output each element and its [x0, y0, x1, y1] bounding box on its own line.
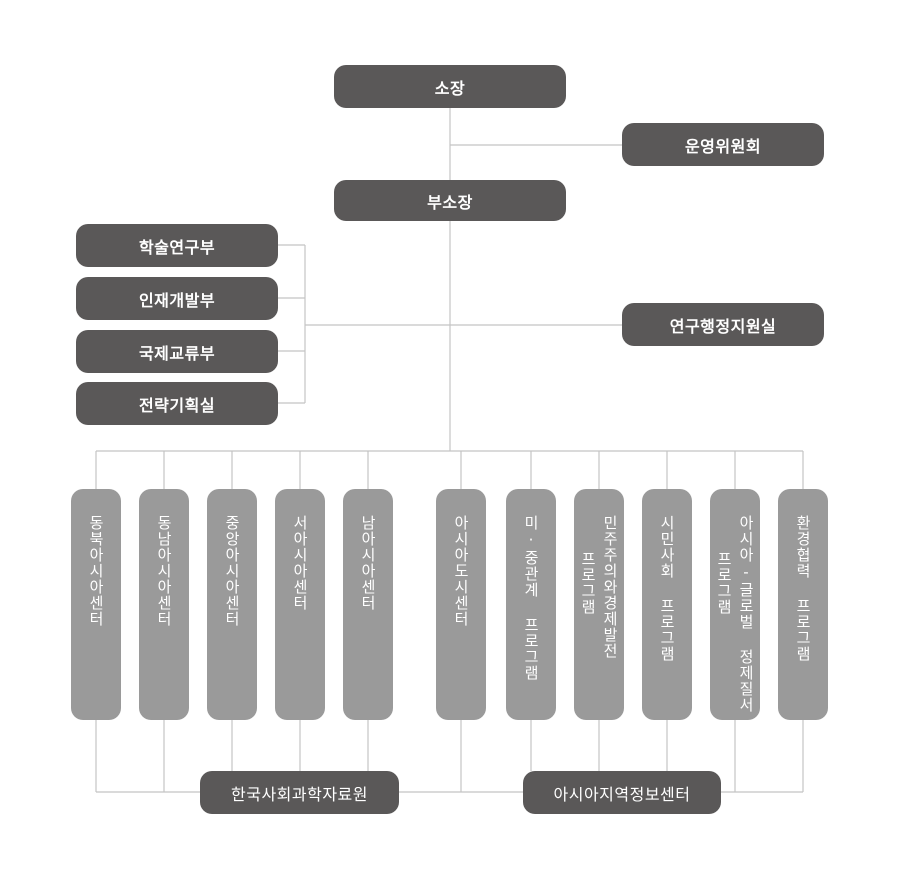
center-label: 아시아도시센터 [452, 515, 470, 627]
program-box: 민주주의와경제발전 프로그램 [574, 489, 624, 720]
program-box: 환경협력 프로그램 [778, 489, 828, 720]
center-label: 동남아시아센터 [155, 515, 173, 627]
director-box: 소장 [334, 65, 566, 108]
data-archive-box: 한국사회과학자료원 [200, 771, 399, 814]
program-label: 시민사회 프로그램 [658, 515, 676, 662]
center-label: 동북아시아센터 [87, 515, 105, 627]
vice-director-box: 부소장 [334, 180, 566, 221]
center-box: 아시아도시센터 [436, 489, 486, 720]
center-box: 중앙아시아센터 [207, 489, 257, 720]
program-label: 미·중관계 프로그램 [522, 515, 540, 681]
center-label: 남아시아센터 [359, 515, 377, 611]
department-box: 인재개발부 [76, 277, 278, 320]
program-box: 시민사회 프로그램 [642, 489, 692, 720]
department-box: 학술연구부 [76, 224, 278, 267]
center-box: 동남아시아센터 [139, 489, 189, 720]
program-label: 환경협력 프로그램 [794, 515, 812, 662]
department-box: 전략기획실 [76, 382, 278, 425]
department-box: 국제교류부 [76, 330, 278, 373]
regional-info-center-box: 아시아지역정보센터 [523, 771, 721, 814]
admin-office-box: 연구행정지원실 [622, 303, 824, 346]
center-box: 서아시아센터 [275, 489, 325, 720]
program-box: 미·중관계 프로그램 [506, 489, 556, 720]
center-box: 동북아시아센터 [71, 489, 121, 720]
center-label: 서아시아센터 [291, 515, 309, 611]
center-box: 남아시아센터 [343, 489, 393, 720]
center-label: 중앙아시아센터 [223, 515, 241, 627]
steering-committee-box: 운영위원회 [622, 123, 824, 166]
program-label: 프로그램 [579, 551, 597, 615]
program-label: 프로그램 [715, 551, 733, 615]
program-label: 민주주의와경제발전 [601, 515, 619, 659]
program-box: 아시아-글로벌 정제질서 프로그램 [710, 489, 760, 720]
program-label: 아시아-글로벌 정제질서 [737, 515, 755, 713]
